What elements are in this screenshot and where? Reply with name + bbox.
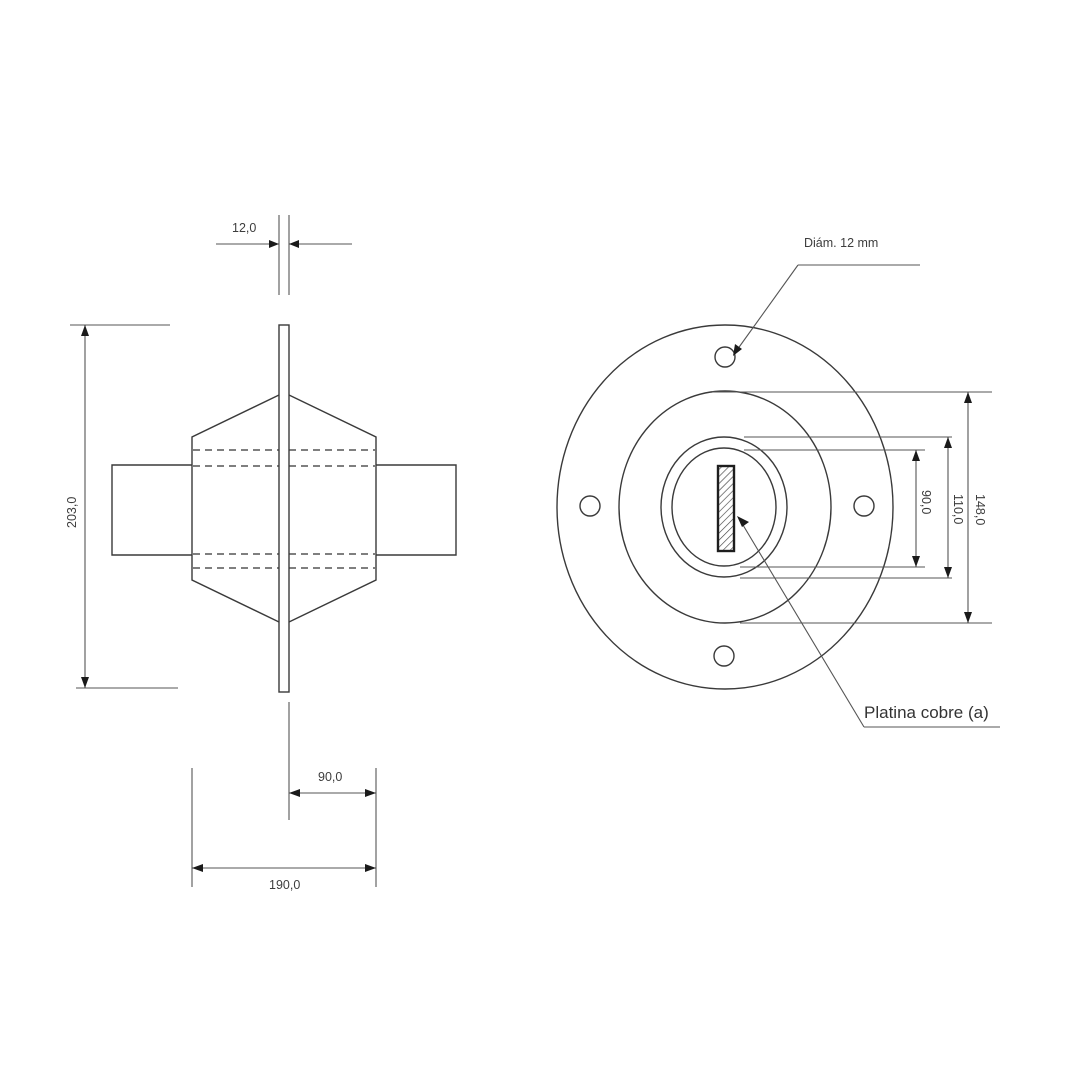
left-tube [111, 464, 192, 556]
bolt-hole-left [579, 495, 601, 517]
side-view: 12,0 203,0 90,0 190,0 [65, 215, 457, 892]
inner-ring-outer [660, 436, 788, 578]
dimension-half-body: 90,0 [289, 770, 376, 797]
outer-flange [556, 324, 894, 690]
callout-label-hole-diameter: Diám. 12 mm [804, 236, 878, 250]
bolt-hole-right [853, 495, 875, 517]
bolt-hole-top [714, 346, 736, 368]
dim-label-plate-thickness: 12,0 [232, 221, 256, 235]
body-left-half [191, 394, 280, 623]
callout-copper-plate: Platina cobre (a) [737, 516, 1000, 728]
right-tube [376, 464, 457, 556]
dimension-outer-diameter: 148,0 [964, 392, 987, 623]
dimension-total-height: 203,0 [65, 324, 178, 689]
dimension-inner-diameter: 90,0 [912, 450, 933, 567]
body-right-half [288, 394, 377, 623]
dim-label-outer-diameter: 148,0 [973, 494, 987, 525]
middle-ring [618, 390, 832, 624]
inner-ring-inner [671, 447, 777, 567]
callout-hole-diameter: Diám. 12 mm [733, 236, 920, 356]
dim-label-half-body: 90,0 [318, 770, 342, 784]
dim-label-body-length: 190,0 [269, 878, 300, 892]
front-view: Diám. 12 mm Platina cobre (a) 90,0 [556, 236, 1000, 728]
callout-label-copper-plate: Platina cobre (a) [864, 703, 989, 722]
center-plate [278, 324, 290, 693]
dimension-plate-thickness: 12,0 [216, 215, 352, 295]
copper-plate [716, 464, 736, 553]
dimension-middle-diameter: 110,0 [944, 437, 965, 578]
dim-label-total-height: 203,0 [65, 497, 79, 528]
dim-label-middle-diameter: 110,0 [951, 494, 965, 524]
dimension-body-length: 190,0 [192, 864, 376, 892]
dim-label-inner-diameter: 90,0 [919, 490, 933, 514]
bolt-hole-bottom [713, 645, 735, 667]
